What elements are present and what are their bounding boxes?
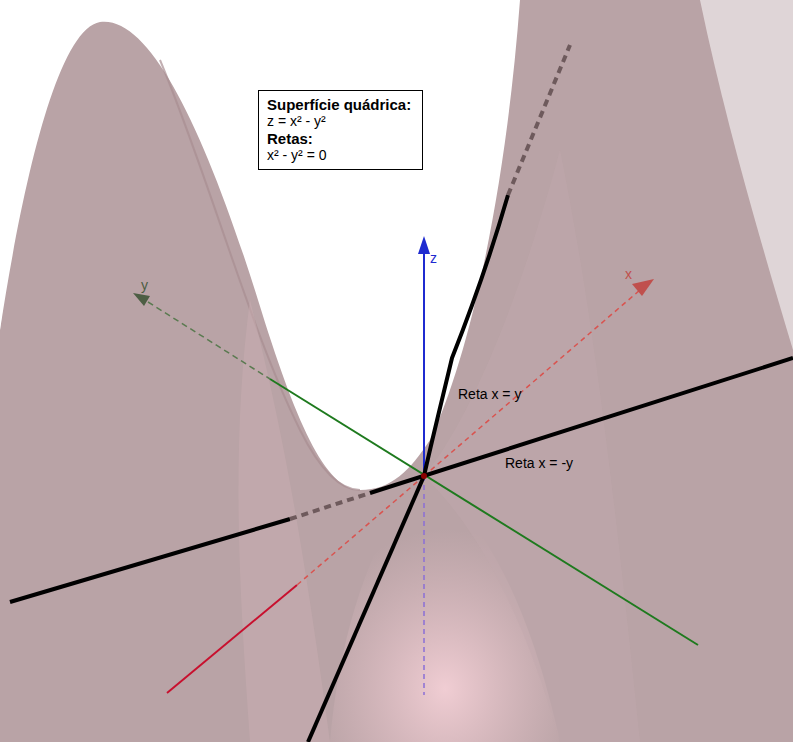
origin-point: [421, 473, 427, 479]
line-x-eq-y: [424, 195, 508, 476]
line-x-neg-y: [10, 519, 290, 602]
line-x-neg-y: [370, 358, 793, 493]
legend-box: Superfície quádrica:z = x² - y²Retas:x² …: [258, 90, 423, 170]
y-arrowhead: [133, 293, 150, 306]
line-label: Reta x = y: [458, 386, 521, 402]
box-heading: Superfície quádrica:: [267, 96, 414, 113]
line-label: Reta x = -y: [505, 455, 573, 471]
z-axis: [423, 250, 425, 476]
x-axis-hidden: [297, 476, 424, 585]
z-axis-hidden: [423, 476, 425, 695]
axis-label: x: [625, 266, 632, 282]
surface-shade: [424, 150, 640, 742]
line-x-neg-y-hidden: [290, 493, 370, 519]
x-arrowhead: [632, 279, 654, 296]
x-axis: [167, 585, 297, 693]
axis-label: z: [430, 250, 437, 266]
y-axis-hidden: [148, 302, 270, 379]
axis-label: y: [141, 277, 148, 293]
surface-fade: [700, 0, 793, 350]
box-heading: Retas:: [267, 130, 414, 147]
equation-text: x² - y² = 0: [267, 147, 414, 164]
line-x-eq-y-hidden: [508, 45, 570, 195]
line-x-eq-y: [308, 476, 424, 742]
x-axis-hidden: [424, 290, 640, 476]
y-axis: [270, 379, 698, 645]
surface-fade: [0, 0, 50, 330]
z-arrowhead: [418, 236, 430, 254]
equation-text: z = x² - y²: [267, 113, 414, 130]
